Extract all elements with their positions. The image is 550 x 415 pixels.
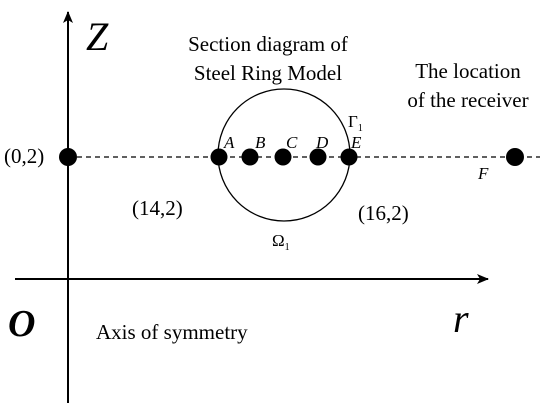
- point-e-marker: [340, 148, 358, 166]
- section-title-line1: Section diagram of: [188, 32, 348, 56]
- boundary-symbol: Γ: [348, 112, 358, 131]
- boundary-subscript: 1: [358, 123, 363, 134]
- z-axis-label: Z: [86, 14, 109, 59]
- point-b-marker: [241, 148, 259, 166]
- point-b-label: B: [255, 133, 266, 152]
- point-a-marker: [210, 148, 228, 166]
- coord-ring-left-label: (14,2): [132, 196, 183, 220]
- point-a-label: A: [223, 133, 235, 152]
- symmetry-axis-label: Axis of symmetry: [96, 320, 248, 344]
- region-subscript: 1: [285, 242, 290, 253]
- boundary-label: Γ1: [348, 112, 363, 134]
- point-d-marker: [309, 148, 327, 166]
- region-symbol: Ω: [272, 231, 285, 250]
- coord-ring-right-label: (16,2): [358, 201, 409, 225]
- point-origin-marker: [59, 148, 77, 166]
- point-e-label: E: [350, 133, 362, 152]
- r-axis-label: r: [453, 296, 469, 341]
- point-c-marker: [274, 148, 292, 166]
- origin-label: O: [8, 303, 35, 345]
- receiver-title-line1: The location: [415, 59, 521, 83]
- point-f-label: F: [477, 164, 489, 183]
- coord-left-label: (0,2): [4, 144, 44, 168]
- region-label: Ω1: [272, 231, 290, 253]
- section-title-line2: Steel Ring Model: [194, 61, 342, 85]
- receiver-title-line2: of the receiver: [407, 88, 528, 112]
- point-c-label: C: [286, 133, 298, 152]
- point-d-label: D: [315, 133, 329, 152]
- point-f-marker: [506, 148, 524, 166]
